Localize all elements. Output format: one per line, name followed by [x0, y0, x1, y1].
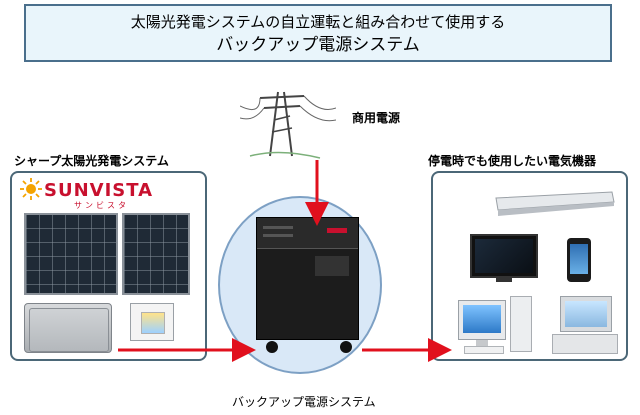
tv-icon	[470, 234, 538, 278]
pc-monitor-icon	[458, 300, 506, 340]
ups-unit	[256, 217, 359, 340]
title-line-2: バックアップ電源システム	[216, 35, 420, 55]
smartphone-icon	[567, 238, 591, 282]
outage-devices-label: 停電時でも使用したい電気機器	[428, 154, 597, 168]
ups-wheel-right	[340, 341, 352, 353]
ups-display	[315, 256, 349, 276]
sun-icon	[20, 178, 42, 200]
pos-screen	[565, 301, 607, 327]
pc-monitor-screen	[463, 305, 501, 333]
ups-indicator	[327, 228, 347, 233]
pc-monitor-stand	[476, 340, 488, 346]
pos-terminal-icon	[560, 296, 612, 332]
sunvista-logo-sub: サンビスタ	[74, 201, 129, 210]
ups-slot-2	[263, 234, 293, 237]
title-line-1: 太陽光発電システムの自立運転と組み合わせて使用する	[130, 13, 506, 31]
pos-base	[552, 334, 618, 354]
pc-tower-icon	[510, 296, 532, 352]
ups-wheel-left	[266, 341, 278, 353]
smartphone-screen	[570, 244, 588, 274]
power-conditioner-face	[29, 308, 109, 352]
tv-screen	[475, 239, 533, 273]
solar-system-label: シャープ太陽光発電システム	[14, 154, 169, 168]
backup-system-label: バックアップ電源システム	[232, 395, 376, 409]
solar-panel-right	[122, 213, 190, 295]
ups-slot-1	[263, 226, 293, 229]
power-pole-icon	[240, 91, 336, 159]
sunvista-logo: SUNVISTA	[44, 180, 154, 201]
title-box: 太陽光発電システムの自立運転と組み合わせて使用する バックアップ電源システム	[24, 4, 612, 62]
monitor-panel-screen	[141, 312, 165, 334]
commercial-power-label: 商用電源	[352, 111, 401, 125]
power-conditioner-unit	[24, 303, 112, 353]
solar-panel-left	[24, 213, 118, 295]
monitor-panel	[130, 303, 174, 341]
tv-stand	[496, 278, 512, 282]
pc-keyboard	[464, 346, 504, 354]
ceiling-light-icon	[495, 191, 615, 216]
